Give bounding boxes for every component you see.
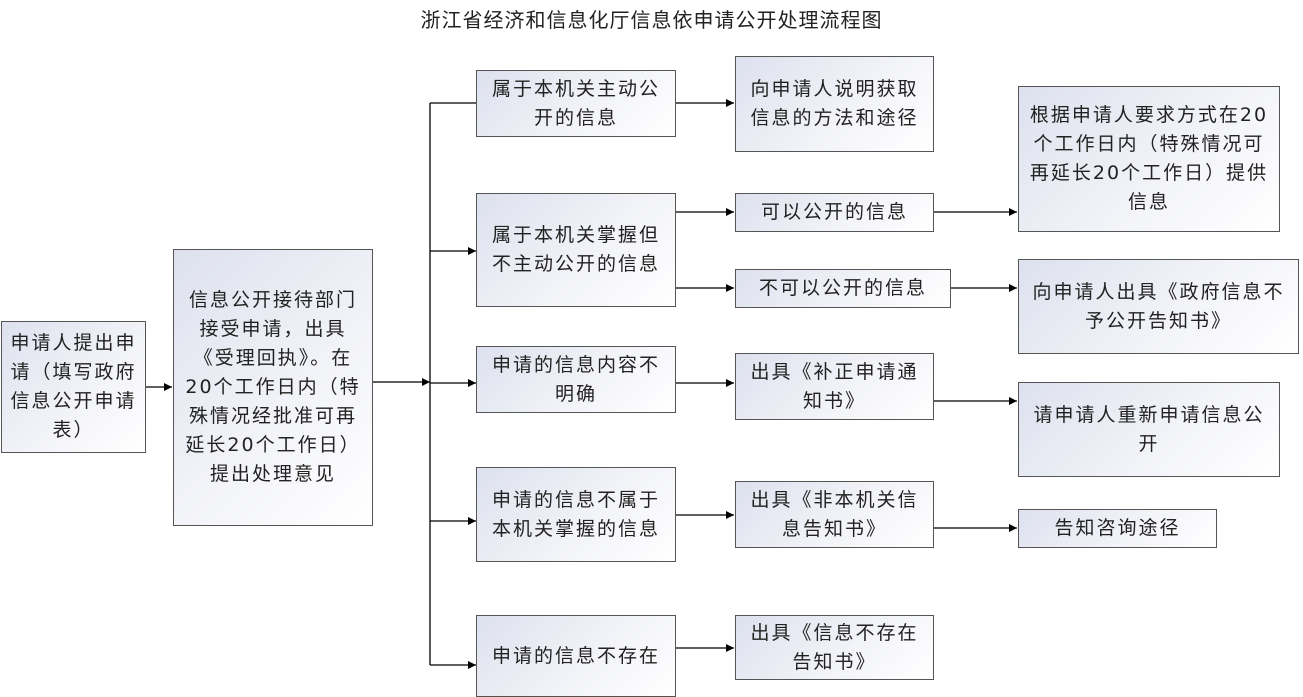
node-cannot-disclose: 不可以公开的信息 — [735, 269, 951, 308]
node-nondisclosure-notice: 向申请人出具《政府信息不予公开告知书》 — [1018, 259, 1299, 354]
node-label: 出具《补正申请通知书》 — [750, 360, 919, 412]
node-label: 根据申请人要求方式在20个工作日内（特殊情况可再延长20个工作日）提供信息 — [1029, 104, 1269, 213]
node-label: 属于本机关主动公开的信息 — [491, 77, 660, 129]
node-label: 向申请人出具《政府信息不予公开告知书》 — [1032, 280, 1285, 332]
node-not-exist: 申请的信息不存在 — [476, 615, 676, 697]
node-label: 申请的信息不存在 — [491, 644, 660, 667]
node-inform-channel: 告知咨询途径 — [1018, 509, 1217, 548]
diagram-title: 浙江省经济和信息化厅信息依申请公开处理流程图 — [420, 8, 883, 32]
node-label: 不可以公开的信息 — [758, 277, 927, 299]
node-unclear-content: 申请的信息内容不明确 — [476, 346, 676, 413]
node-held-not-proactive: 属于本机关掌握但不主动公开的信息 — [476, 193, 676, 307]
node-label: 申请的信息内容不明确 — [491, 353, 660, 405]
node-not-agency-notice: 出具《非本机关信息告知书》 — [735, 481, 934, 548]
node-label: 申请人提出申请（填写政府信息公开申请表） — [10, 332, 137, 441]
node-not-exist-notice: 出具《信息不存在告知书》 — [735, 615, 934, 680]
node-correction-notice: 出具《补正申请通知书》 — [735, 353, 934, 420]
node-label: 告知咨询途径 — [1054, 517, 1181, 539]
node-reception-dept: 信息公开接待部门接受申请，出具《受理回执》。在20个工作日内（特殊情况经批准可再… — [173, 249, 373, 526]
node-label: 可以公开的信息 — [760, 201, 908, 223]
node-not-held: 申请的信息不属于本机关掌握的信息 — [476, 467, 676, 562]
node-reapply: 请申请人重新申请信息公开 — [1018, 382, 1280, 477]
node-label: 请申请人重新申请信息公开 — [1033, 403, 1265, 455]
node-proactive-info: 属于本机关主动公开的信息 — [476, 70, 676, 137]
node-explain-method: 向申请人说明获取信息的方法和途径 — [735, 56, 934, 152]
node-label: 申请的信息不属于本机关掌握的信息 — [491, 488, 660, 540]
node-provide-info: 根据申请人要求方式在20个工作日内（特殊情况可再延长20个工作日）提供信息 — [1018, 86, 1280, 232]
node-can-disclose: 可以公开的信息 — [735, 193, 934, 232]
node-label: 信息公开接待部门接受申请，出具《受理回执》。在20个工作日内（特殊情况经批准可再… — [185, 289, 361, 485]
node-label: 出具《信息不存在告知书》 — [750, 621, 919, 673]
node-applicant-submit: 申请人提出申请（填写政府信息公开申请表） — [1, 321, 146, 453]
node-label: 出具《非本机关信息告知书》 — [750, 488, 919, 540]
node-label: 向申请人说明获取信息的方法和途径 — [750, 78, 919, 129]
node-label: 属于本机关掌握但不主动公开的信息 — [491, 224, 660, 275]
